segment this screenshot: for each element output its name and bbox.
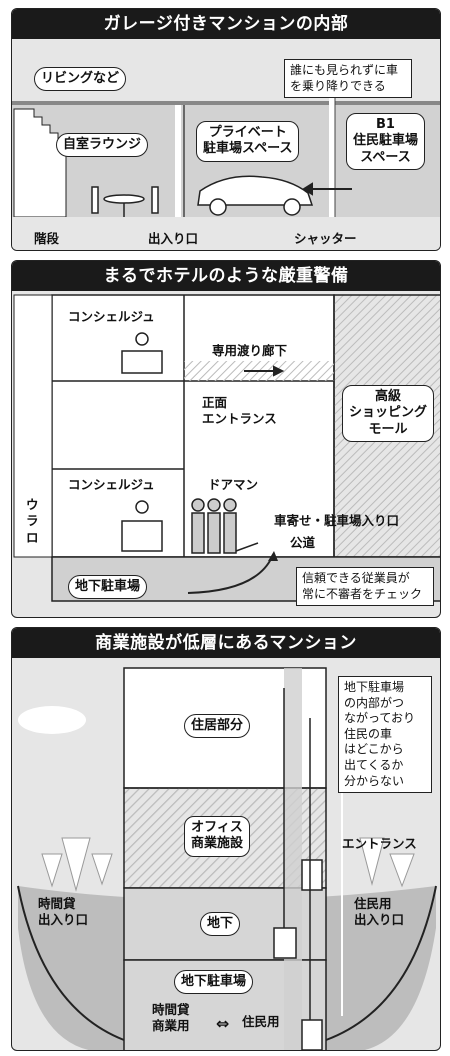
back-entrance-label: ウラロ (26, 497, 39, 545)
shopping-line3: モール (368, 421, 408, 437)
b1-line2: 住民駐車場 (353, 133, 419, 149)
office-tag: オフィス 商業施設 (184, 816, 251, 857)
front-line2: エントランス (202, 410, 277, 426)
table-chairs-icon (91, 186, 159, 217)
hourly-gate-line1: 時間貸 (38, 896, 76, 911)
office-line1: オフィス (191, 820, 243, 835)
private-parking-tag: プライベート 駐車場スペース (196, 121, 300, 162)
security-panel-title: まるでホテルのような厳重警備 (12, 261, 440, 291)
concierge-bottom-icon (121, 500, 163, 552)
b1-parking-tag: B1 住民駐車場 スペース (346, 113, 426, 170)
hourly-commercial-label: 時間貸 商業用 (152, 1002, 190, 1033)
entrance-label: 出入り口 (148, 231, 199, 246)
resident-gate-line1: 住民用 (354, 896, 392, 911)
resident-use-label: 住民用 (242, 1014, 280, 1029)
basement-parking-tag: 地下駐車場 (174, 970, 254, 995)
security-note: 信頼できる従業員が 常に不審者をチェック (296, 567, 434, 607)
security-note-line1: 信頼できる従業員が (302, 571, 410, 585)
concierge-top-label: コンシェルジュ (68, 309, 155, 324)
note-line-4: はどこから (344, 742, 404, 757)
entrance-label: エントランス (342, 836, 417, 851)
doorman-group-icon (191, 498, 237, 554)
resident-gate-label: 住民用 出入り口 (354, 896, 404, 927)
front-line1: 正面 (202, 395, 228, 410)
security-note-line2: 常に不審者をチェック (302, 586, 423, 601)
garage-panel: ガレージ付きマンションの内部 リビングなど 誰にも (11, 8, 441, 251)
front-entrance-label: 正面 エントランス (202, 395, 277, 426)
hourly-gate-line2: 出入り口 (38, 911, 89, 927)
stairs-label: 階段 (34, 231, 60, 246)
garage-note-line2: を乗り降りできる (290, 78, 386, 93)
commercial-panel: 商業施設が低層にあるマンション (11, 627, 441, 1051)
hourly-commercial-line1: 時間貸 (152, 1002, 190, 1017)
arrow-left-icon (302, 182, 352, 196)
concierge-top-icon (121, 332, 163, 374)
residential-tag: 住居部分 (184, 714, 251, 739)
commercial-panel-title: 商業施設が低層にあるマンション (12, 628, 440, 658)
security-illustration (13, 294, 440, 602)
public-road-label: 公道 (290, 535, 316, 550)
trees-icon (41, 837, 415, 892)
b1-line3: スペース (360, 149, 411, 165)
concierge-bottom-label: コンシェルジュ (68, 477, 155, 492)
note-line-2: ながっており (344, 711, 416, 726)
living-tag: リビングなど (34, 67, 127, 92)
security-panel: まるでホテルのような厳重警備 (11, 260, 441, 618)
corridor-label: 専用渡り廊下 (212, 343, 288, 358)
shopping-line1: 高級 (375, 389, 402, 404)
garage-panel-title: ガレージ付きマンションの内部 (12, 9, 440, 39)
office-line2: 商業施設 (191, 836, 244, 852)
hourly-commercial-line2: 商業用 (152, 1017, 190, 1033)
drop-off-label: 車寄せ・駐車場入り口 (274, 513, 400, 528)
b1-line1: B1 (376, 117, 395, 132)
ramp-curves-icon (17, 885, 437, 1041)
garage-note-line1: 誰にも見られずに車 (290, 63, 399, 77)
basement-tag: 地下 (200, 912, 241, 937)
swap-arrow-icon: ⇔ (216, 1014, 230, 1033)
doorman-label: ドアマン (208, 477, 259, 492)
private-parking-line2: 駐車場スペース (203, 141, 293, 157)
garage-note: 誰にも見られずに車 を乗り降りできる (284, 59, 412, 99)
underground-parking-tag: 地下駐車場 (68, 575, 148, 600)
shopping-line2: ショッピング (349, 405, 428, 421)
commercial-note: 地下駐車場 の内部がつ ながっており 住民の車 はどこから 出てくるか 分からな… (338, 676, 432, 794)
note-line-5: 出てくるか (344, 757, 404, 772)
resident-gate-line2: 出入り口 (354, 911, 405, 927)
corridor-arrow-icon (244, 365, 285, 377)
note-line-3: 住民の車 (344, 726, 393, 741)
note-line-1: の内部がつ (344, 695, 405, 710)
commercial-illustration (17, 667, 437, 1050)
shutter-label: シャッター (294, 231, 357, 246)
shopping-mall-tag: 高級 ショッピング モール (342, 385, 435, 442)
note-line-0: 地下駐車場 (344, 680, 405, 694)
note-line-6: 分からない (344, 773, 405, 788)
hourly-gate-label: 時間貸 出入り口 (38, 896, 88, 927)
lounge-tag: 自室ラウンジ (56, 133, 149, 158)
elevator-arrows-icon (283, 688, 311, 1020)
private-parking-line1: プライベート (208, 125, 287, 140)
